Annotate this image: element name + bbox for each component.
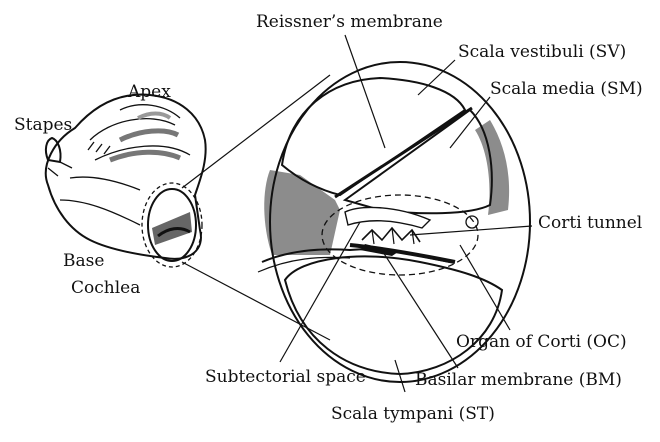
cochlea-shell (44, 93, 207, 268)
zoom-line-top (181, 74, 331, 189)
leader-lines (279, 34, 533, 393)
label-subtectorial-space: Subtectorial space (205, 367, 366, 387)
label-scala-media: Scala media (SM) (490, 79, 643, 99)
label-scala-tympani: Scala tympani (ST) (331, 404, 495, 424)
label-basilar-membrane: Basilar membrane (BM) (415, 370, 622, 390)
leader-organ-of-corti (459, 244, 511, 331)
label-organ-of-corti: Organ of Corti (OC) (456, 332, 627, 352)
leader-subtectorial (279, 221, 361, 363)
leader-basilar (382, 251, 459, 369)
leader-reissners (344, 34, 386, 149)
label-scala-vestibuli: Scala vestibuli (SV) (458, 42, 626, 62)
label-base: Base (63, 251, 104, 271)
label-reissners-membrane: Reissner’s membrane (256, 12, 443, 32)
leader-corti-tunnel (409, 225, 533, 236)
leader-sv (417, 59, 456, 96)
label-stapes: Stapes (14, 115, 72, 135)
leader-scala-tympani (394, 359, 406, 393)
leader-sm (449, 96, 491, 149)
label-apex: Apex (127, 82, 171, 102)
label-cochlea: Cochlea (71, 278, 140, 298)
label-corti-tunnel: Corti tunnel (538, 213, 642, 233)
cross-section (257, 61, 531, 383)
